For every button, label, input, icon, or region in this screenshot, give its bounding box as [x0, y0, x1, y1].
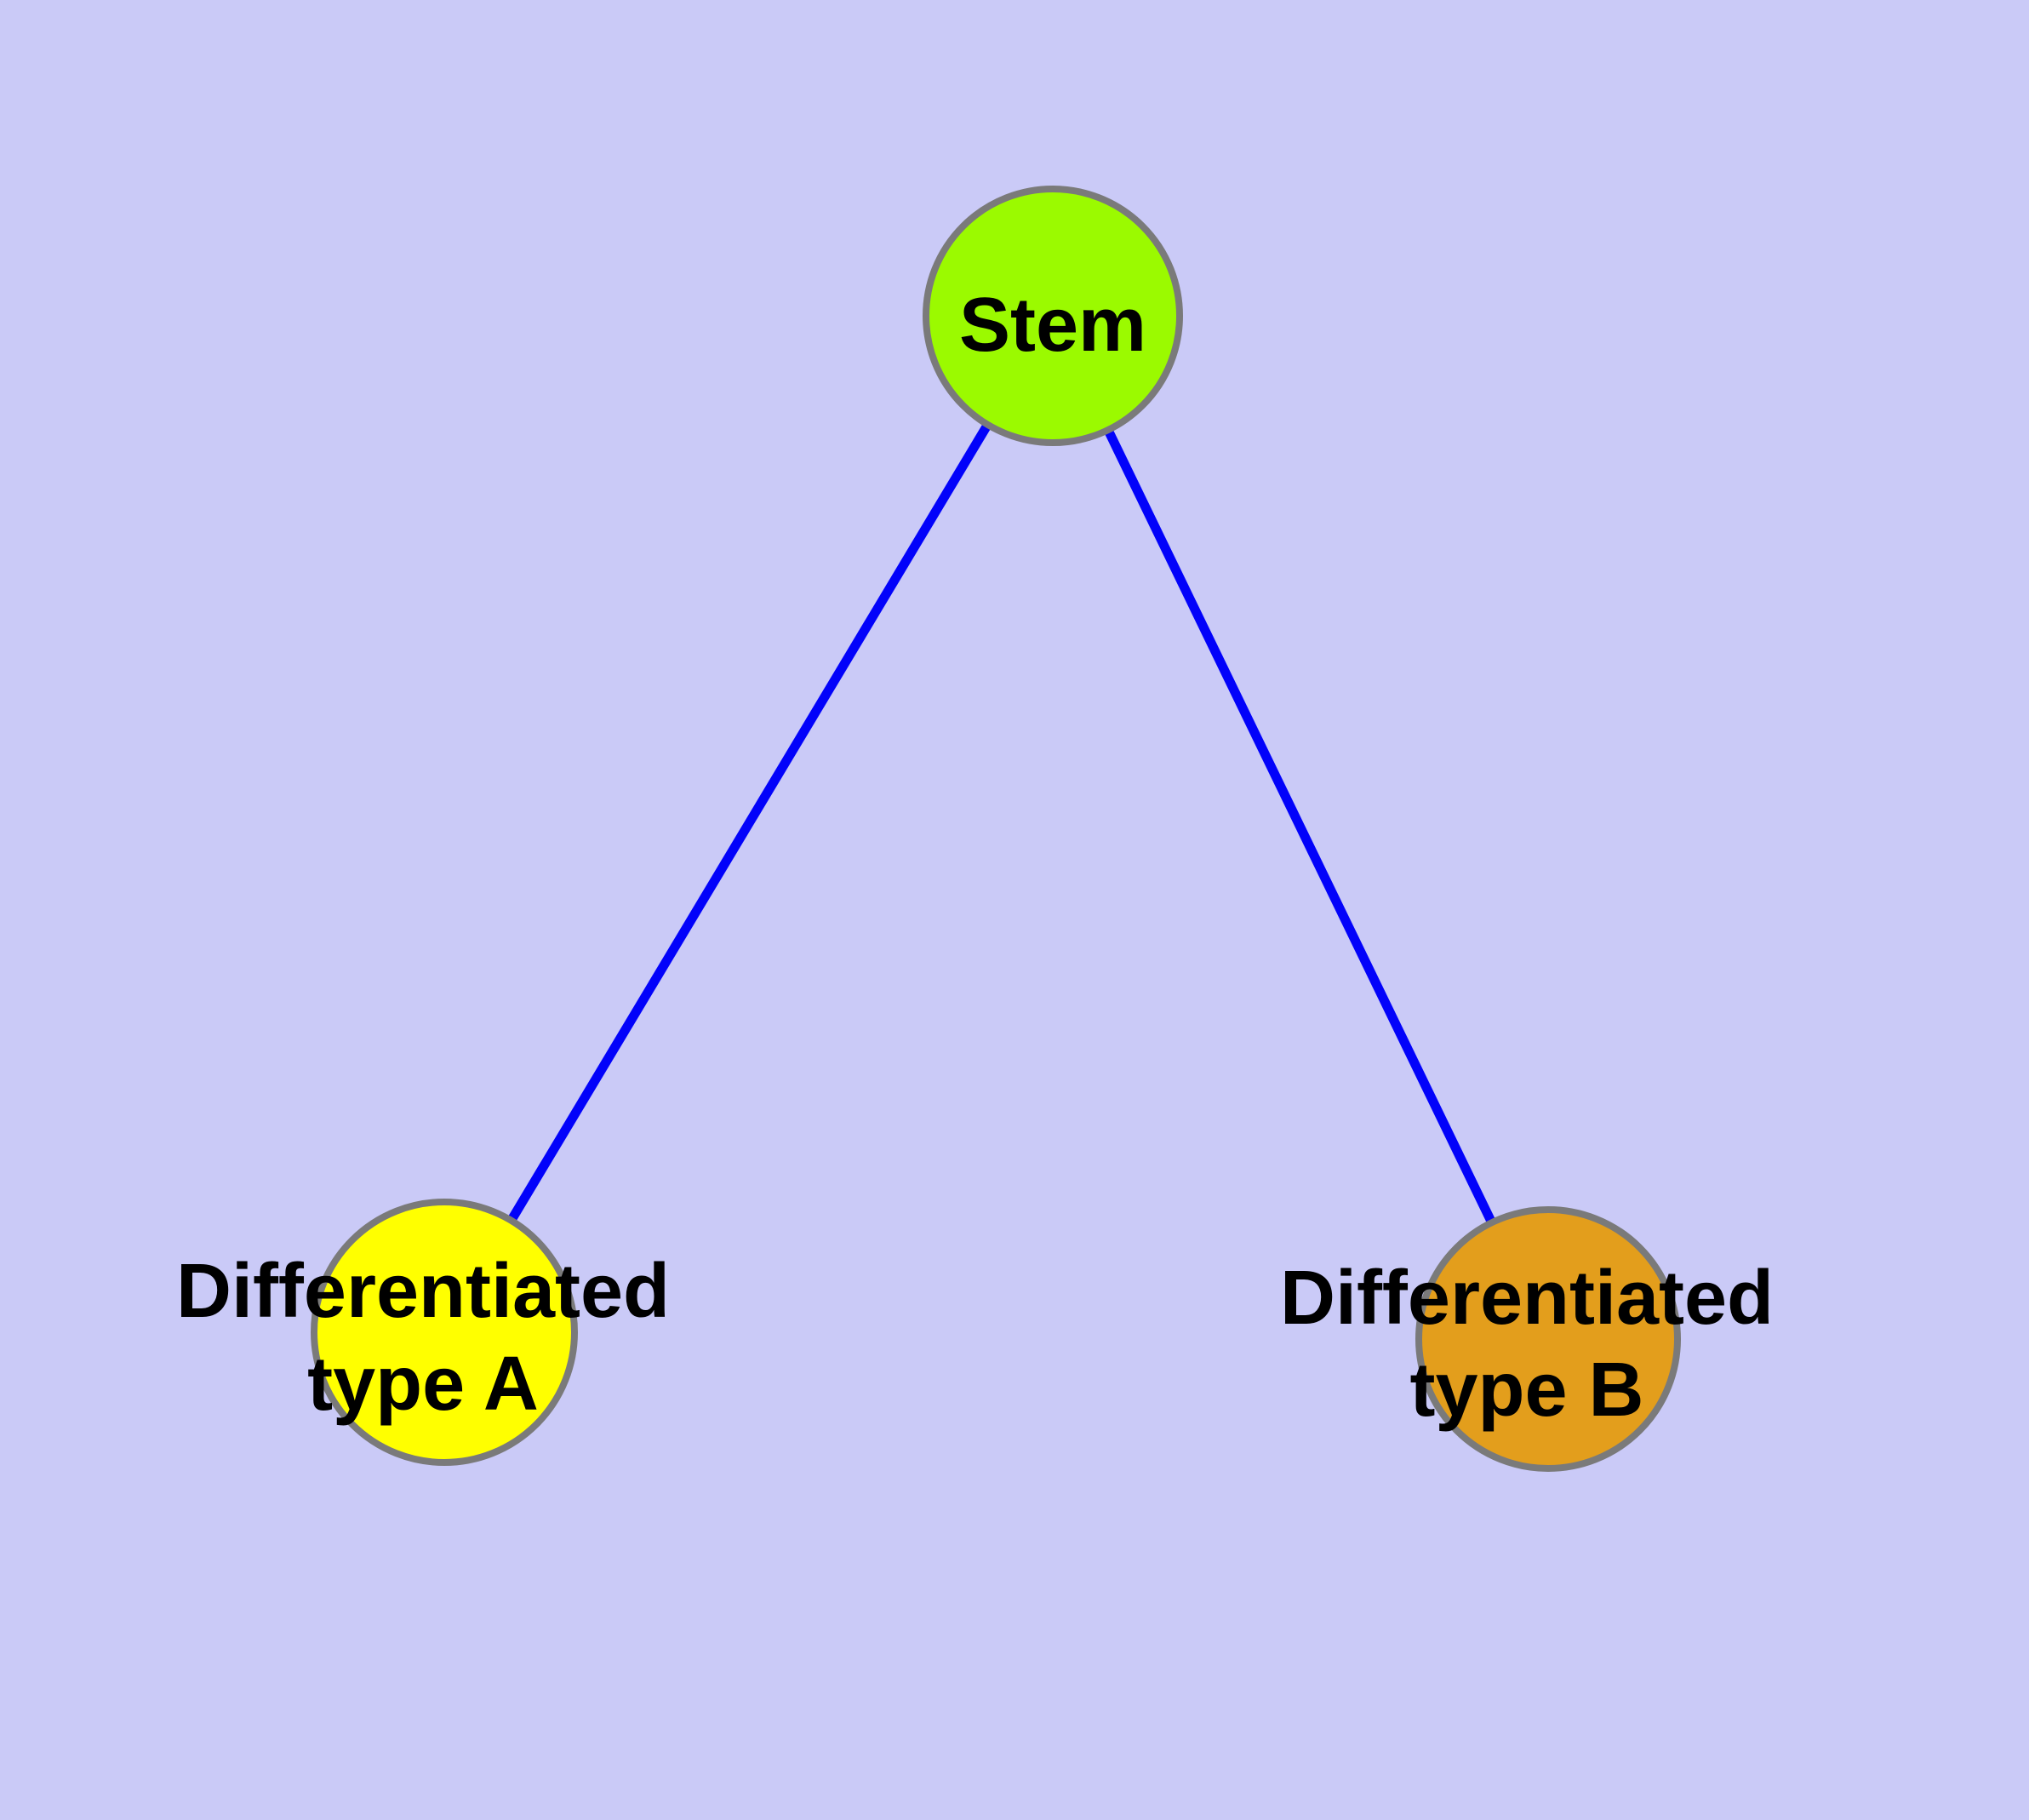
node-type-b-label-line2: type B: [1409, 1348, 1643, 1433]
node-type-b-circle: [1415, 1206, 1681, 1472]
node-type-a-label-line2: type A: [307, 1342, 539, 1427]
node-stem-circle: [923, 186, 1183, 446]
edge-stem-to-type-b: [1049, 313, 1552, 1342]
node-stem-label: Stem: [959, 283, 1146, 368]
node-type-a-circle: [311, 1199, 578, 1466]
node-type-b-label-line1: Differentiated: [1280, 1256, 1774, 1341]
edge-stem-to-type-a: [440, 313, 1057, 1335]
node-type-a-label-line1: Differentiated: [176, 1249, 670, 1334]
